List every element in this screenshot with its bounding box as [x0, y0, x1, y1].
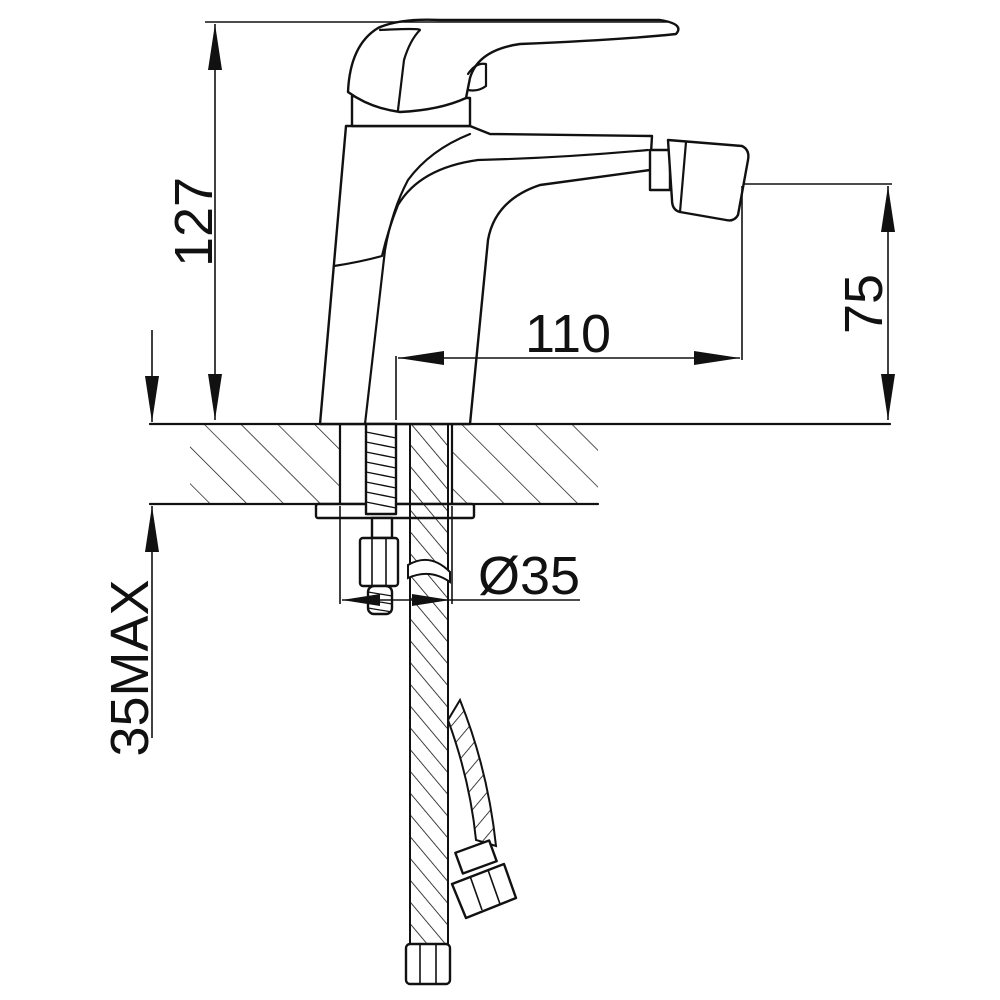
flexible-hoses [404, 423, 518, 986]
dimension-hole-diameter: Ø35 [339, 506, 580, 606]
spout-reach-label: 110 [525, 304, 611, 364]
dimension-spout-reach: 110 [395, 186, 743, 420]
hole-diameter-label: Ø35 [478, 546, 580, 606]
dimension-total-height: 127 [164, 21, 668, 420]
mounting-stud [314, 422, 476, 616]
countertop-section [148, 422, 892, 506]
height-total-label: 127 [164, 177, 224, 267]
max-thickness-label: 35MAX [100, 579, 160, 756]
bidet-nozzle [648, 138, 750, 222]
faucet-body [318, 18, 680, 426]
dimension-spout-height: 75 [744, 183, 895, 420]
dimension-max-thickness: 35MAX [100, 330, 160, 757]
spout-height-label: 75 [834, 274, 894, 334]
